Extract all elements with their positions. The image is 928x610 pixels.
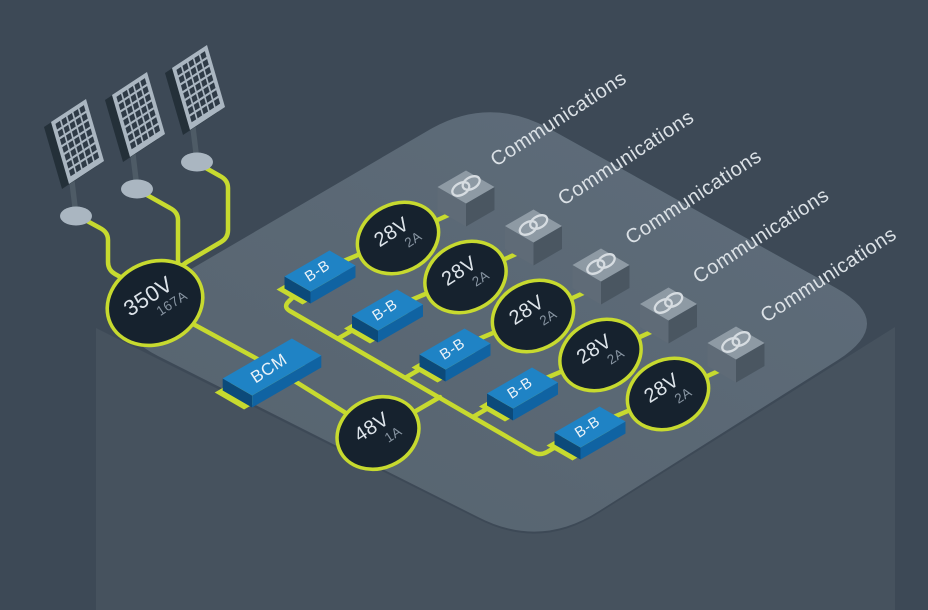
branch-node-5: 28V 2A bbox=[625, 356, 711, 432]
branch-nodes: 28V 2A 28V 2A 28V 2A 28V 2A bbox=[355, 200, 711, 432]
bus-node-48v: 48V 1A bbox=[335, 394, 421, 472]
source-node-350v: 350V 167A bbox=[105, 258, 205, 348]
branch-node-4: 28V 2A bbox=[558, 317, 643, 393]
branch-node-2: 28V 2A bbox=[423, 239, 508, 315]
branch-node-3: 28V 2A bbox=[490, 278, 576, 354]
wire-bus bbox=[283, 268, 593, 457]
platform-side bbox=[96, 327, 895, 610]
wire-panel-1 bbox=[75, 213, 143, 291]
branch-node-1: 28V 2A bbox=[355, 200, 441, 276]
